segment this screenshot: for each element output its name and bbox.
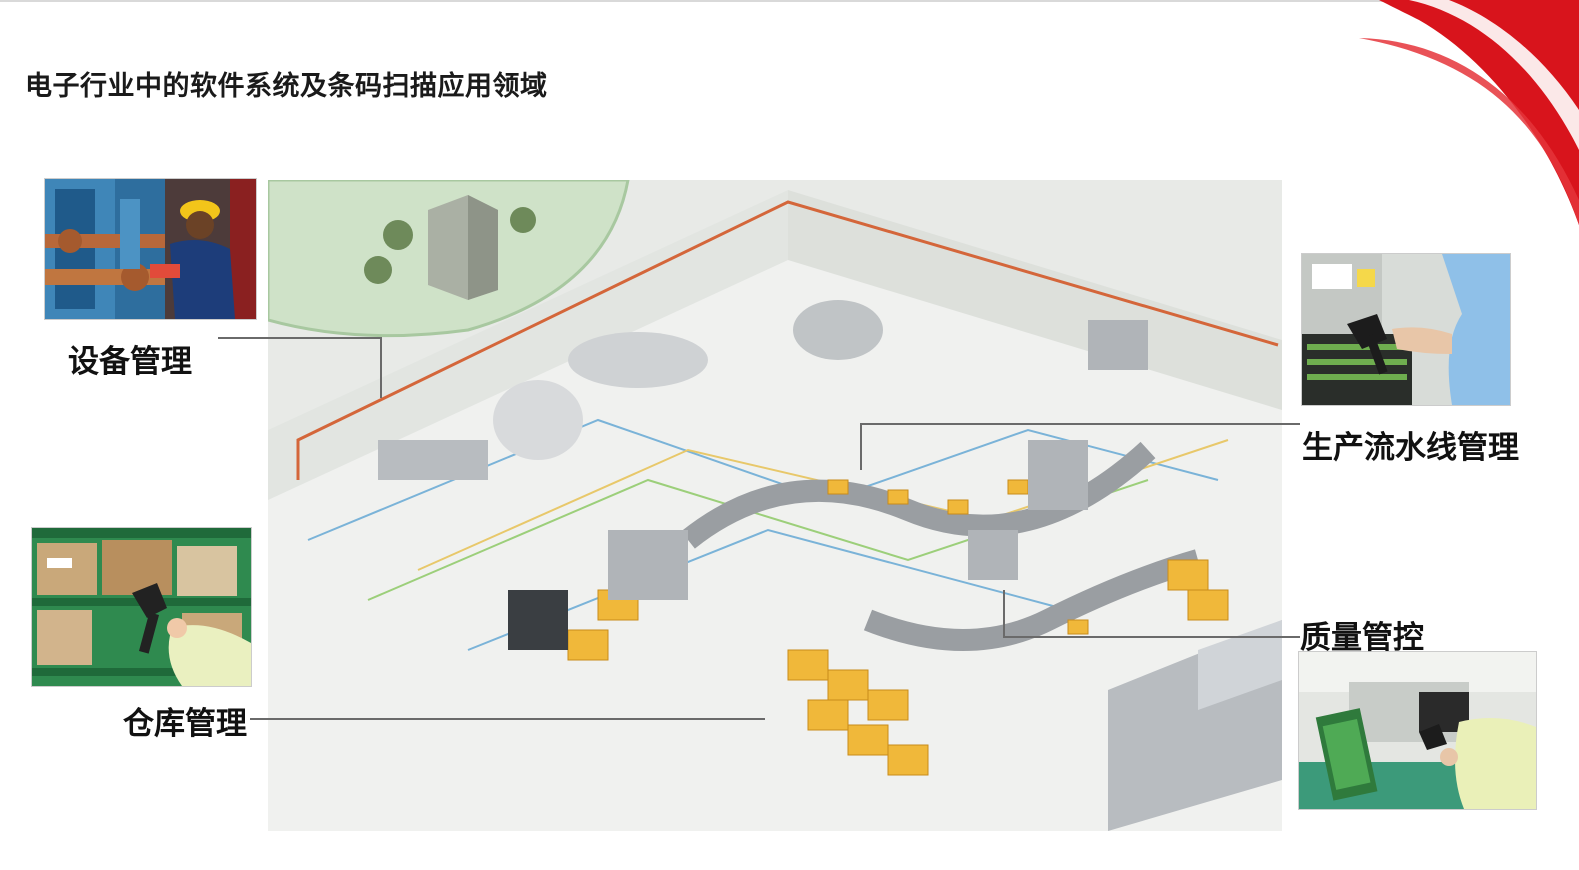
equipment-photo bbox=[44, 178, 257, 320]
warehouse-management-label: 仓库管理 bbox=[123, 706, 247, 742]
warehouse-photo bbox=[31, 527, 252, 687]
equipment-management-label: 设备管理 bbox=[68, 344, 192, 380]
top-divider bbox=[0, 0, 1579, 2]
production-line-photo bbox=[1301, 253, 1511, 406]
factory-overview-illustration bbox=[268, 180, 1282, 831]
brand-swoosh bbox=[1359, 0, 1579, 225]
quality-photo bbox=[1298, 651, 1537, 810]
quality-control-label: 质量管控 bbox=[1300, 620, 1424, 656]
slide-title: 电子行业中的软件系统及条码扫描应用领域 bbox=[25, 71, 548, 102]
production-line-management-label: 生产流水线管理 bbox=[1302, 430, 1519, 466]
